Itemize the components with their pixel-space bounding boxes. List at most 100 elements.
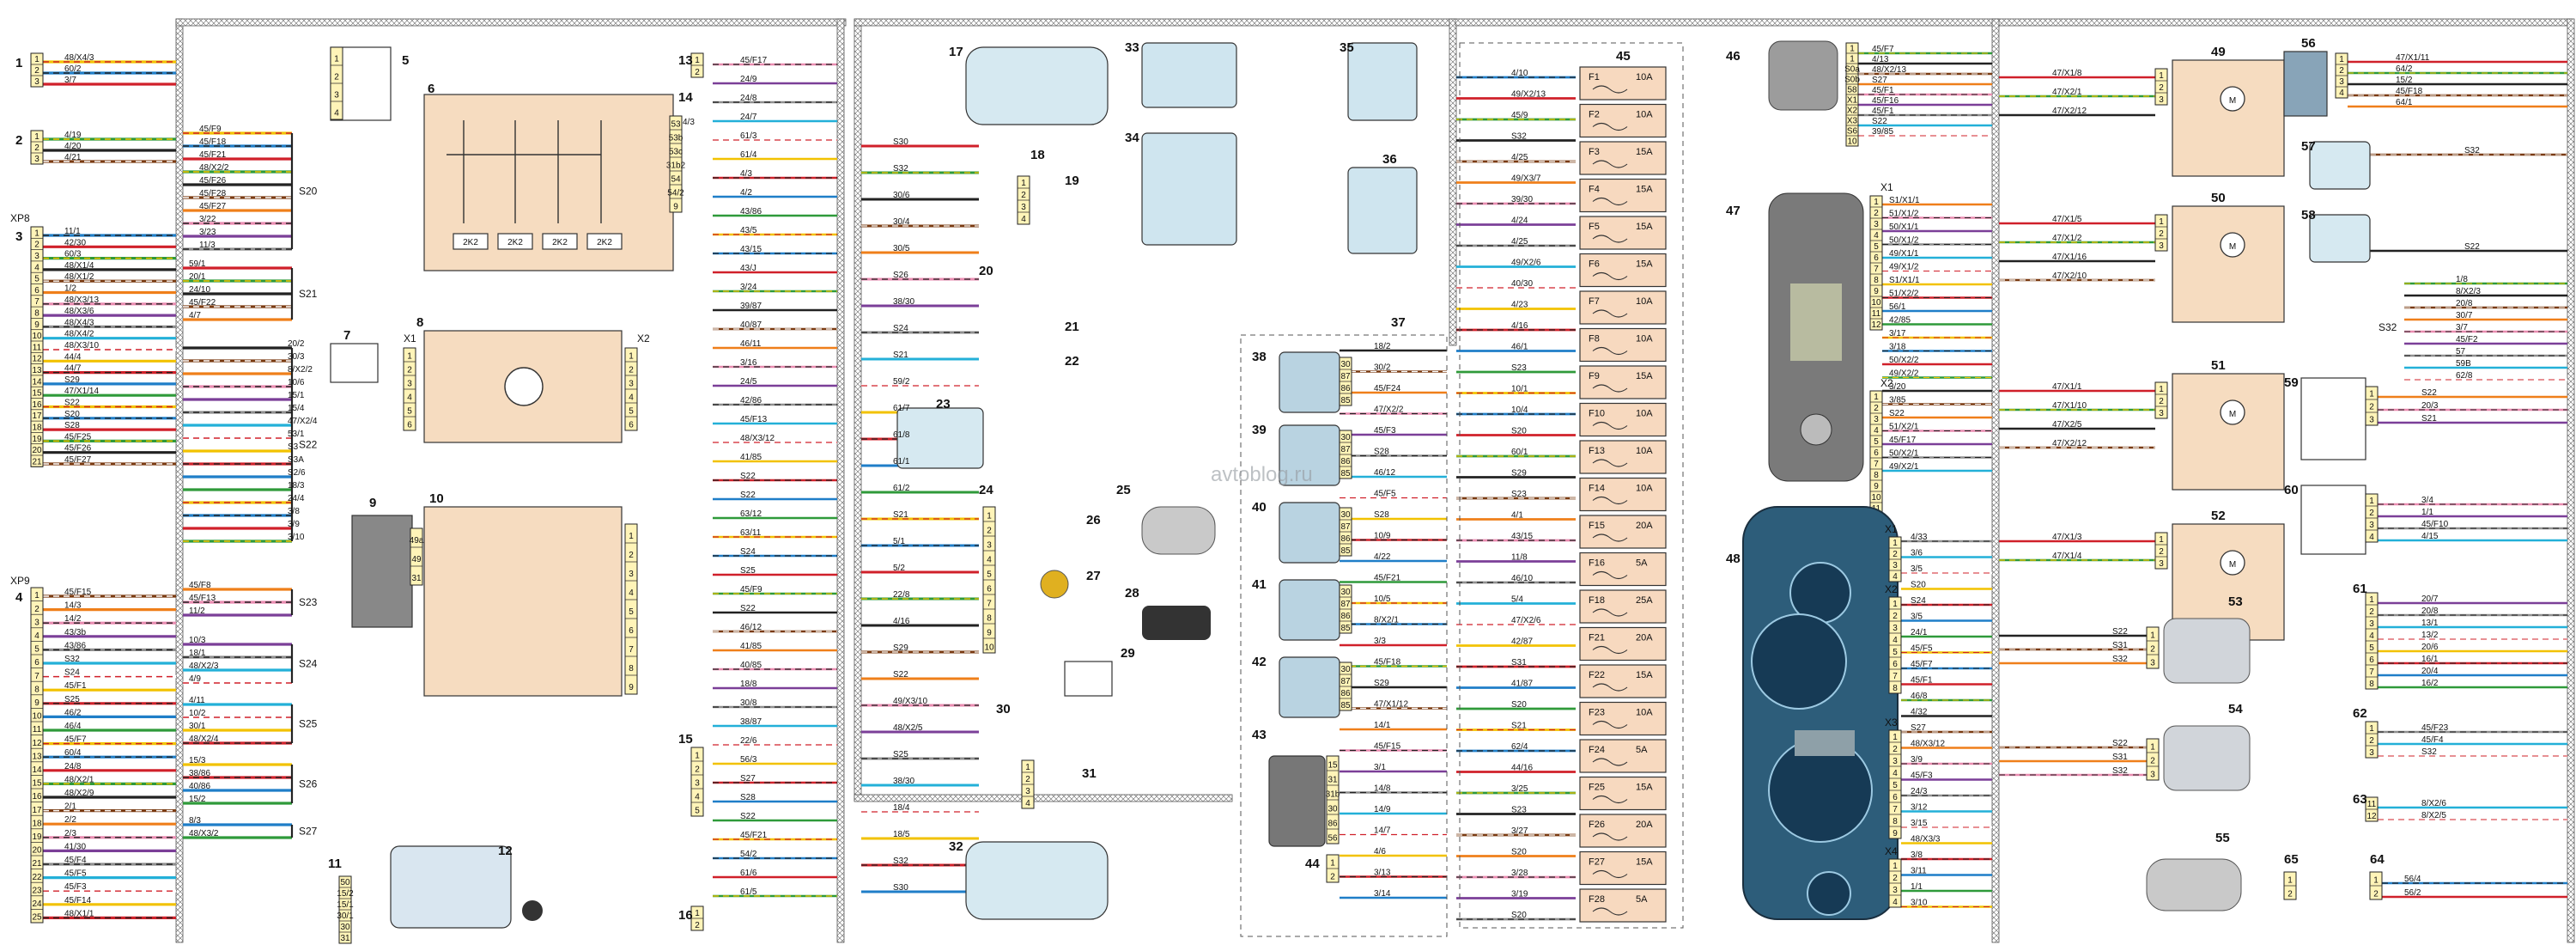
pin-number: 4 xyxy=(1893,898,1898,907)
c48-wire-label: 48/X3/3 xyxy=(1911,835,1941,844)
component-number-29: 29 xyxy=(1121,646,1135,661)
component-number-17: 17 xyxy=(949,45,963,59)
fuse-symbol xyxy=(1592,758,1628,766)
component-number-50: 50 xyxy=(2211,191,2226,205)
pin-number: 1 xyxy=(2159,385,2164,394)
component-number-1: 1 xyxy=(15,56,22,70)
fuse-name: F24 xyxy=(1589,745,1605,755)
pin-number: 2 xyxy=(34,66,39,76)
pin-number: 5 xyxy=(629,607,634,617)
upper-ref-label: 24/8 xyxy=(740,94,757,103)
resistor-label: 2K2 xyxy=(597,238,612,247)
component-number-55: 55 xyxy=(2215,831,2230,845)
pin-number: 3 xyxy=(34,155,39,164)
c47-wire-label: 3/18 xyxy=(1889,343,1906,352)
motor-icon xyxy=(2220,399,2245,425)
fuse-wire-label: 60/1 xyxy=(1511,448,1528,457)
pin-number: 6 xyxy=(2369,655,2374,665)
s32-wire-label: 20/8 xyxy=(2456,299,2473,308)
component-number-5: 5 xyxy=(402,53,409,68)
pin-number: 8 xyxy=(2369,680,2374,689)
connector-1-wire: 3/7 xyxy=(64,76,76,85)
upper-ref-label: 42/86 xyxy=(740,396,762,405)
pin-number: 2 xyxy=(2369,607,2374,617)
pin-number: 1 xyxy=(1874,393,1879,402)
fuse-wire-label: 3/28 xyxy=(1511,869,1528,878)
fuse-name: F28 xyxy=(1589,894,1605,905)
fuse-rating: 10A xyxy=(1636,110,1653,120)
pin-number: 4 xyxy=(407,393,412,402)
upper-ref-label: 40/85 xyxy=(740,661,762,670)
motor-wire-label: 47/X2/10 xyxy=(2052,271,2087,281)
connector-3-wire: 47/X1/14 xyxy=(64,387,99,396)
c47-wire-label: 45/F17 xyxy=(1889,436,1917,445)
pin-number: 85 xyxy=(1340,624,1351,633)
fuse-symbol xyxy=(1592,421,1628,430)
pin-number: 86 xyxy=(1340,384,1351,393)
pin-number: 1 xyxy=(1021,179,1026,188)
pin-number: 2 xyxy=(2159,547,2164,557)
component-number-28: 28 xyxy=(1125,586,1139,601)
upper-ref-label: 30/8 xyxy=(740,698,757,708)
fuse-wire-label: S32 xyxy=(1511,132,1527,142)
resistor-2k2 xyxy=(497,233,533,250)
mid-wire-label: 18/5 xyxy=(893,830,910,839)
component-47-display xyxy=(1790,284,1842,361)
pin-number: 6 xyxy=(1874,448,1879,458)
component-layer: 1231231234567891011121314151617181920211… xyxy=(30,40,2383,944)
upper-ref-label: 3/16 xyxy=(740,358,757,368)
c60-wire-label: 1/1 xyxy=(2421,508,2433,517)
fuse-wire-label: 11/8 xyxy=(1511,553,1528,563)
relay-wire-label: 14/7 xyxy=(1374,826,1391,836)
cluster-display xyxy=(1795,730,1855,756)
c48-x4-label: X4 xyxy=(1885,845,1898,857)
c56-wire-label: 15/2 xyxy=(2396,76,2413,85)
pin-number: 10 xyxy=(1871,493,1881,503)
connector-4-wire: 46/4 xyxy=(64,722,82,731)
relay-wire-label: 18/2 xyxy=(1374,342,1391,351)
component-25-actuator xyxy=(1141,506,1216,555)
pin-number: 1 xyxy=(1025,763,1030,772)
fuse-wire-label: 4/1 xyxy=(1511,511,1523,521)
center-right-bar xyxy=(1449,18,1457,346)
motor-wire-label: 47/X2/1 xyxy=(2052,88,2082,97)
c47-wire-label: 49/X2/2 xyxy=(1889,369,1919,379)
pin-number: 1 xyxy=(2369,724,2374,734)
s23-wire: 11/2 xyxy=(189,607,205,616)
c47-wire-label: 49/X2/1 xyxy=(1889,462,1919,472)
fuse-wire-label: 62/4 xyxy=(1511,742,1528,752)
fuse-name: F1 xyxy=(1589,72,1600,82)
pin-number: 9 xyxy=(673,202,678,211)
pin-number: 86 xyxy=(1340,534,1351,544)
component-number-45: 45 xyxy=(1616,49,1631,64)
pin-number: 12 xyxy=(32,355,42,364)
fuse-wire-label: 4/25 xyxy=(1511,237,1528,247)
fuse-symbol xyxy=(1592,346,1628,356)
fuse-name: F23 xyxy=(1589,708,1605,718)
mid-wire-label: S29 xyxy=(893,643,908,653)
pin-number: 1 xyxy=(695,909,700,918)
fuse-symbol xyxy=(1592,197,1628,206)
component-number-57: 57 xyxy=(2301,139,2316,154)
motor-icon xyxy=(2220,232,2245,258)
pin-number: 56 xyxy=(1327,833,1338,843)
relay-wire-label: 14/8 xyxy=(1374,784,1391,794)
fuse-wire-label: 44/16 xyxy=(1511,764,1533,773)
pin-number: 7 xyxy=(629,645,634,655)
fuse-rating: 10A xyxy=(1636,484,1653,494)
pin-number: 87 xyxy=(1340,445,1351,454)
pin-number: 2 xyxy=(34,605,39,614)
component-number-2: 2 xyxy=(15,133,22,148)
pin-number: 49 xyxy=(411,555,422,564)
fuse-f13 xyxy=(1579,440,1667,474)
pin-number: 2 xyxy=(1021,191,1026,200)
pin-number: 21 xyxy=(32,457,42,466)
pin-number: 87 xyxy=(1340,522,1351,532)
pin-number: 1 xyxy=(1850,54,1855,64)
pin-number: 53b xyxy=(669,133,683,143)
pin-number: 49a xyxy=(410,536,424,546)
